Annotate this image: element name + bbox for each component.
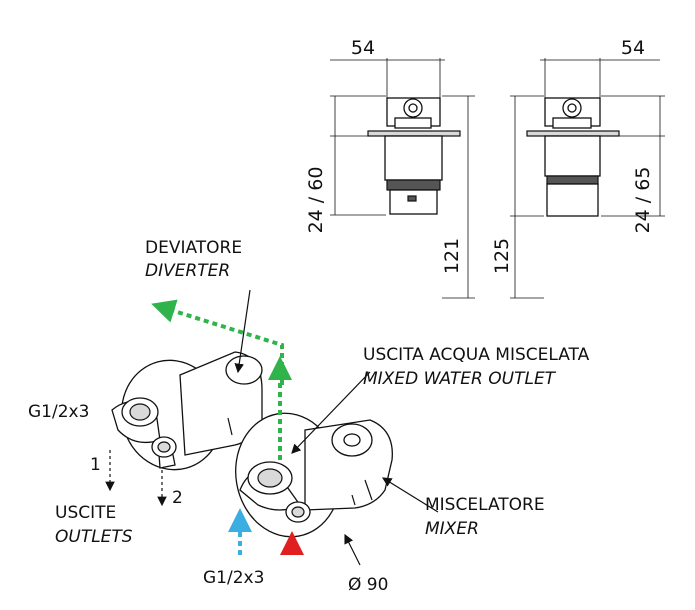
label-outlet-2: 2 — [172, 488, 183, 508]
dim-height-right: 125 — [491, 238, 513, 274]
label-mixed-outlet-en: MIXED WATER OUTLET — [363, 369, 557, 389]
label-diameter: Ø 90 — [348, 575, 388, 595]
dim-width-left: 54 — [351, 37, 375, 59]
label-diverter-it: DEVIATORE — [145, 238, 242, 258]
label-mixer-en: MIXER — [425, 519, 479, 539]
label-thread-top: G1/2x3 — [28, 402, 89, 422]
label-mixed-outlet-it: USCITA ACQUA MISCELATA — [363, 345, 590, 365]
flow-arrows — [105, 299, 304, 555]
dim-depth-right: 24 / 65 — [632, 167, 654, 234]
label-outlets-it: USCITE — [55, 503, 116, 523]
dim-width-right: 54 — [621, 37, 645, 59]
label-outlets-en: OUTLETS — [55, 527, 133, 547]
elevation-right — [510, 58, 665, 299]
leader-lines — [234, 289, 439, 566]
dim-depth-left: 24 / 60 — [305, 167, 327, 234]
label-diverter-en: DIVERTER — [145, 261, 230, 281]
label-thread-bottom: G1/2x3 — [203, 568, 264, 588]
mixer-iso — [235, 412, 393, 538]
label-mixer-it: MISCELATORE — [425, 495, 545, 515]
dim-height-left: 121 — [441, 238, 463, 274]
elevation-left — [330, 58, 475, 299]
label-outlet-1: 1 — [90, 455, 101, 475]
